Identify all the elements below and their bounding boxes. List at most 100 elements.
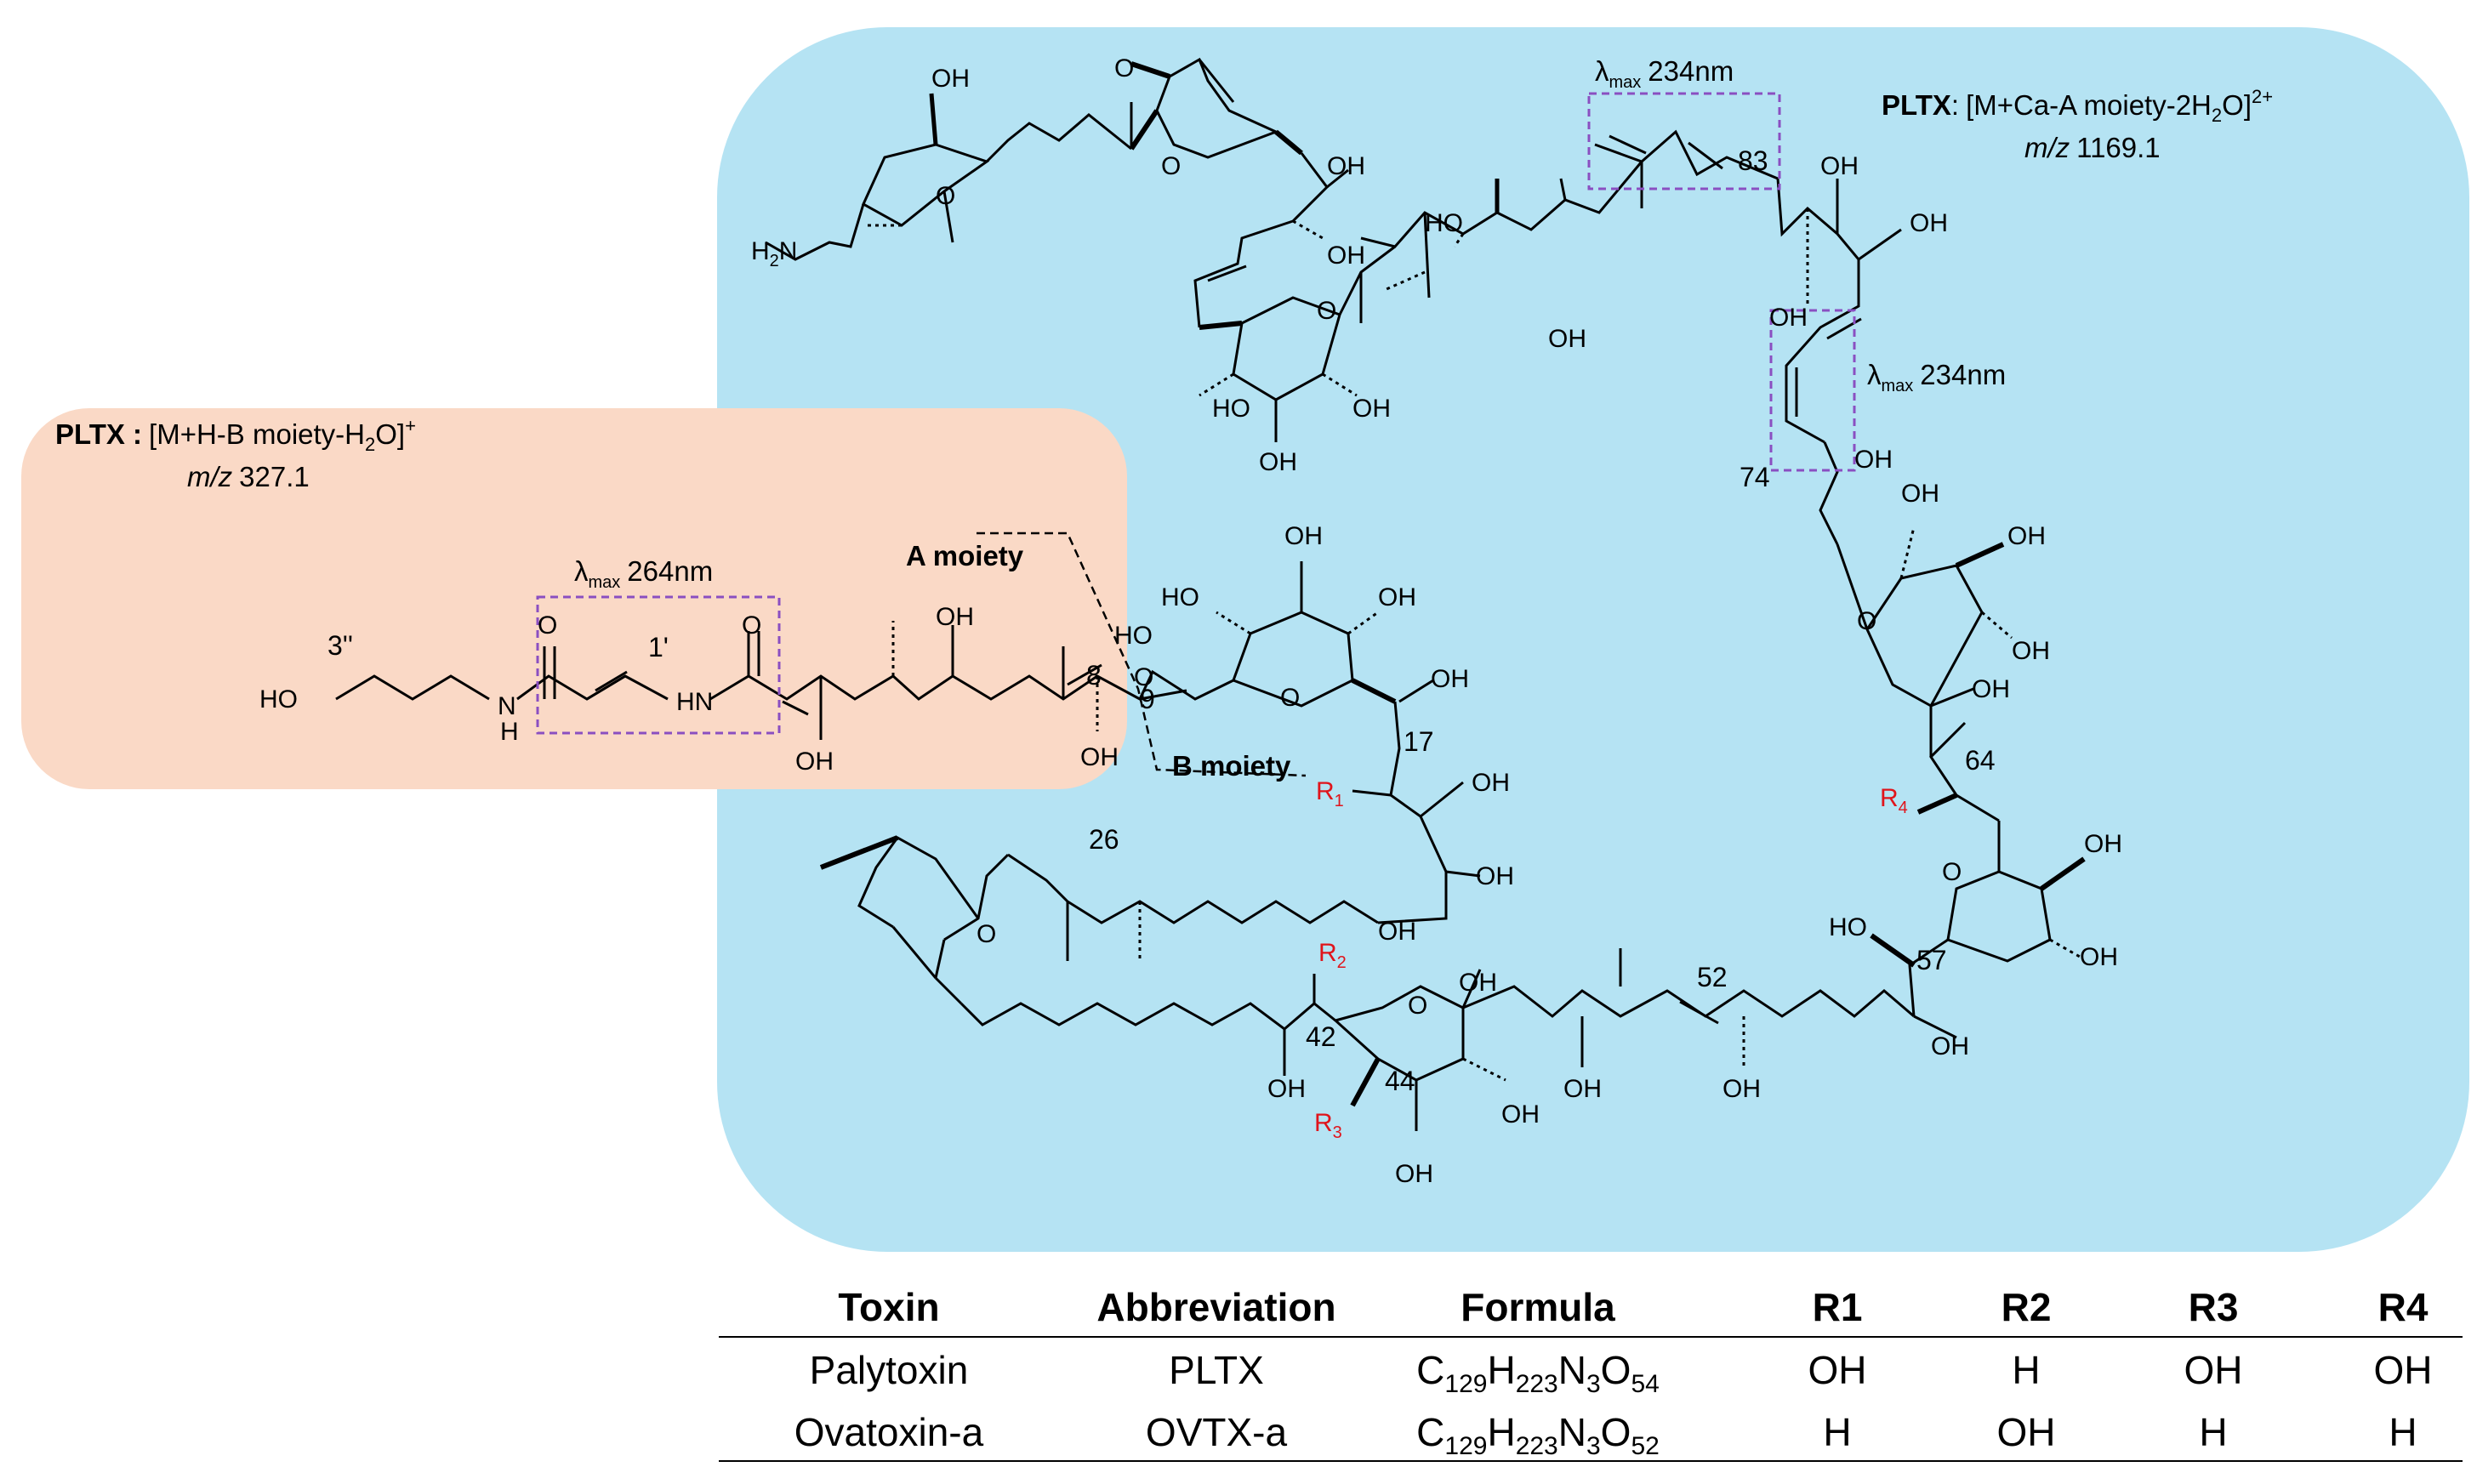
header-formula: Formula	[1461, 1285, 1615, 1329]
oh-label: OH	[2084, 830, 2122, 858]
position-number: 74	[1740, 462, 1770, 492]
position-number: 3''	[327, 630, 353, 661]
oh-label: OH	[2012, 637, 2050, 665]
ring-oxygen: O	[1114, 54, 1134, 82]
ring-oxygen: O	[1857, 607, 1876, 635]
header-r1: R1	[1813, 1285, 1863, 1329]
cell-formula: C129H223N3O54	[1416, 1348, 1660, 1398]
oh-label: OH	[1327, 242, 1365, 270]
position-number: 57	[1916, 945, 1947, 975]
position-number: 9	[1140, 684, 1155, 714]
oh-label: OH	[1459, 969, 1497, 997]
header-r2: R2	[2002, 1285, 2052, 1329]
ring-oxygen: O	[1317, 297, 1336, 325]
cell-r1: OH	[1808, 1348, 1867, 1392]
ho-label: HO	[1161, 583, 1199, 611]
cell-r4: H	[2389, 1410, 2417, 1454]
oh-label: OH	[1395, 1160, 1433, 1188]
cell-abbreviation: OVTX-a	[1146, 1410, 1288, 1454]
pltx-b-ion-label: PLTX :[M+H-B moiety-H2O]+	[55, 415, 416, 455]
ho-label: HO	[259, 685, 298, 714]
r3-label: R3	[1314, 1109, 1342, 1142]
r1-label: R1	[1316, 777, 1344, 810]
position-number: 42	[1306, 1021, 1336, 1052]
cell-r2: H	[2012, 1348, 2040, 1392]
amide-h: H	[500, 718, 519, 746]
amide-n: N	[498, 692, 516, 720]
carbonyl-oxygen: O	[538, 611, 557, 640]
cell-r3: H	[2199, 1410, 2227, 1454]
oh-label: OH	[1548, 325, 1586, 353]
position-number: 83	[1738, 145, 1768, 176]
dashed-box-234-top	[1587, 92, 1781, 190]
header-abbreviation: Abbreviation	[1096, 1285, 1335, 1329]
oh-label: OH	[1259, 448, 1297, 476]
position-number: 8	[1086, 660, 1102, 691]
carbonyl-oxygen: O	[742, 611, 761, 640]
oh-label: OH	[1378, 583, 1416, 611]
header-r4: R4	[2378, 1285, 2429, 1329]
oh-label: OH	[1972, 675, 2010, 703]
ring-oxygen: O	[1942, 858, 1962, 886]
b-moiety-label: B moiety	[1172, 750, 1291, 782]
oh-label: OH	[1327, 152, 1365, 180]
hn-label: HN	[676, 688, 713, 716]
oh-label: OH	[1352, 395, 1391, 423]
oh-label: OH	[1901, 480, 1939, 508]
oh-label: OH	[1723, 1075, 1761, 1103]
cell-r2: OH	[1997, 1410, 2056, 1454]
ring-oxygen: O	[1280, 684, 1300, 712]
dashed-box-264	[536, 595, 781, 735]
ring-oxygen: O	[1161, 152, 1181, 180]
ho-label: HO	[1425, 209, 1463, 237]
a-moiety-region	[717, 27, 2469, 1252]
oh-label: OH	[936, 603, 974, 631]
ho-label: HO	[1212, 395, 1250, 423]
oh-label: OH	[1769, 304, 1808, 332]
ring-oxygen: O	[936, 182, 955, 210]
oh-label: OH	[931, 65, 970, 93]
oh-label: OH	[1378, 918, 1416, 946]
carbonyl-oxygen: O	[1134, 663, 1153, 691]
oh-label: OH	[2080, 943, 2118, 971]
cell-formula: C129H223N3O52	[1416, 1410, 1660, 1460]
cell-r1: H	[1823, 1410, 1851, 1454]
a-moiety-label: A moiety	[906, 540, 1024, 571]
table-row: Palytoxin PLTX C129H223N3O54 OH H OH OH	[810, 1348, 2433, 1398]
toxin-table: Toxin Abbreviation Formula R1 R2 R3 R4 P…	[719, 1285, 2463, 1462]
ring-oxygen: O	[1408, 992, 1427, 1020]
cell-r3: OH	[2184, 1348, 2243, 1392]
position-number: 52	[1697, 962, 1728, 992]
header-toxin: Toxin	[838, 1285, 939, 1329]
oh-label: OH	[795, 748, 834, 776]
oh-label: OH	[1267, 1075, 1306, 1103]
cell-r4: OH	[2374, 1348, 2433, 1392]
atom-labels: OH O O O H2N OH OH O HO OH OH HO OH OH O…	[259, 54, 2122, 1188]
table-header: Toxin Abbreviation Formula R1 R2 R3 R4	[838, 1285, 2428, 1329]
h2n-group: H2N	[751, 237, 797, 270]
a-b-cut-line	[977, 532, 1307, 777]
cell-toxin: Palytoxin	[810, 1348, 969, 1392]
oh-label: OH	[1284, 522, 1323, 550]
oh-label: OH	[1820, 152, 1859, 180]
cell-abbreviation: PLTX	[1169, 1348, 1264, 1392]
table-row: Ovatoxin-a OVTX-a C129H223N3O52 H OH H H	[794, 1410, 2417, 1460]
oh-label: OH	[1910, 209, 1948, 237]
header-r3: R3	[2189, 1285, 2239, 1329]
position-number: 1'	[648, 632, 669, 662]
oh-label: OH	[1431, 665, 1469, 693]
ring-oxygen: O	[977, 920, 996, 948]
cell-toxin: Ovatoxin-a	[794, 1410, 984, 1454]
oh-label: OH	[1501, 1100, 1540, 1129]
ho-label: HO	[1114, 622, 1153, 650]
ho-label: HO	[1829, 913, 1867, 941]
oh-label: OH	[1854, 446, 1893, 474]
oh-label: OH	[1472, 769, 1510, 797]
position-number: 44	[1385, 1066, 1415, 1096]
